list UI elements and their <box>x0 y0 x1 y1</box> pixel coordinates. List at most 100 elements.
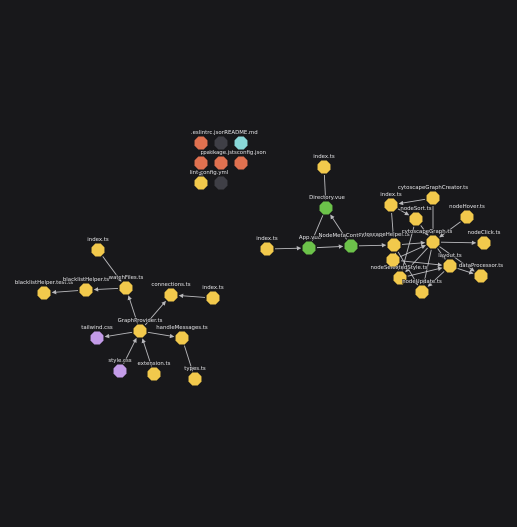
graph-node-node-selected[interactable]: nodeSelectedStyle.ts <box>370 264 428 285</box>
node-json-octagon[interactable] <box>214 156 228 170</box>
edge-cytoscape-graph-to-node-update <box>422 249 432 285</box>
graph-node-node-meta-controller[interactable]: NodeMetaController.vue <box>318 232 385 253</box>
graph-node-node-update[interactable]: nodeUpdate.ts <box>402 278 443 299</box>
edge-node-sort-to-node-selected <box>401 226 415 271</box>
node-json-octagon[interactable] <box>234 156 248 170</box>
edge-graph-provider-to-connections <box>144 300 166 326</box>
graph-node-connections[interactable]: connections.ts <box>151 281 191 302</box>
node-ts-octagon[interactable] <box>164 288 178 302</box>
node-json-octagon[interactable] <box>194 136 208 150</box>
graph-node-idx-top-right[interactable]: index.ts <box>313 153 335 174</box>
node-ts-octagon[interactable] <box>387 238 401 252</box>
graph-node-eslintrc[interactable]: .eslintrc.json <box>190 129 226 150</box>
node-ts-octagon[interactable] <box>188 372 202 386</box>
node-label: README.md <box>224 130 257 136</box>
node-ts-octagon[interactable] <box>409 212 423 226</box>
graph-node-node-extra[interactable] <box>386 253 400 267</box>
node-json-octagon[interactable] <box>194 156 208 170</box>
node-ts-octagon[interactable] <box>415 285 429 299</box>
node-ts-octagon[interactable] <box>133 324 147 338</box>
graph-node-idx-left2[interactable]: index.ts <box>202 284 224 305</box>
node-label: cytoscapeGraphCreator.ts <box>398 185 468 191</box>
graph-node-blacklist-test[interactable]: blacklistHelper.test.ts <box>14 279 74 300</box>
graph-node-types[interactable]: types.ts <box>184 365 207 386</box>
edges-layer <box>51 170 477 372</box>
graph-node-lint-config[interactable]: lint-config.yml <box>189 169 229 190</box>
graph-node-vscode[interactable] <box>214 176 228 190</box>
node-ts-octagon[interactable] <box>426 191 440 205</box>
node-ts-octagon[interactable] <box>393 271 407 285</box>
node-other-octagon[interactable] <box>214 136 228 150</box>
node-label: blacklistHelper.ts <box>63 277 109 283</box>
graph-node-graph-provider[interactable]: GraphProvider.ts <box>117 317 163 338</box>
edge-node-extra-to-cytoscape-graph <box>400 244 426 258</box>
node-label: tailwind.css <box>81 325 113 331</box>
graph-node-node-hover[interactable]: nodeHover.ts <box>449 203 486 224</box>
edge-node-sort-to-cytoscape-graph <box>420 225 429 236</box>
graph-node-watch-files[interactable]: watchFiles.ts <box>108 274 144 295</box>
node-ts-octagon[interactable] <box>474 269 488 283</box>
graph-node-extension[interactable]: extension.ts <box>137 360 171 381</box>
node-ts-octagon[interactable] <box>91 243 105 257</box>
node-ts-octagon[interactable] <box>206 291 220 305</box>
node-ts-octagon[interactable] <box>460 210 474 224</box>
edge-cytoscape-helper-to-cytoscape-graph <box>401 240 426 246</box>
edge-cytoscape-graph-to-data-processor <box>439 246 475 272</box>
edge-graph-provider-to-handle-messages <box>147 331 175 339</box>
graph-node-handle-messages[interactable]: handleMessages.ts <box>156 324 209 345</box>
graph-node-data-processor[interactable]: dataProcessor.ts <box>458 262 504 283</box>
graph-node-gitignore[interactable] <box>214 136 228 150</box>
node-ts-octagon[interactable] <box>386 253 400 267</box>
node-other-octagon[interactable] <box>214 176 228 190</box>
node-vue-octagon[interactable] <box>319 201 333 215</box>
edge-node-extra-to-layout <box>400 260 443 267</box>
graph-node-tsconfig[interactable]: tsconfig.json <box>231 149 267 170</box>
edge-idx-top-right-to-directory-vue <box>323 174 328 201</box>
edge-idx-left-to-watch-files <box>102 256 122 282</box>
node-ts-octagon[interactable] <box>37 286 51 300</box>
node-ts-octagon[interactable] <box>175 331 189 345</box>
edge-cytoscape-helper-to-node-update <box>397 251 419 286</box>
node-label: nodeHover.ts <box>449 204 485 210</box>
node-label: App.vue <box>299 235 322 241</box>
graph-node-style-css[interactable]: style.css <box>108 357 132 378</box>
graph-node-prettierrc[interactable]: prettierrc <box>194 149 226 170</box>
node-ts-octagon[interactable] <box>426 235 440 249</box>
node-ts-octagon[interactable] <box>260 242 274 256</box>
edge-blacklist-helper-to-blacklist-test <box>51 289 79 295</box>
node-ts-octagon[interactable] <box>317 160 331 174</box>
node-ts-octagon[interactable] <box>384 198 398 212</box>
node-ts-octagon[interactable] <box>443 259 457 273</box>
node-css-octagon[interactable] <box>113 364 127 378</box>
graph-node-app-vue[interactable]: App.vue <box>298 234 322 255</box>
node-md-octagon[interactable] <box>234 136 248 150</box>
node-vue-octagon[interactable] <box>302 241 316 255</box>
node-vue-octagon[interactable] <box>344 239 358 253</box>
graph-node-readme[interactable]: README.md <box>224 129 258 150</box>
node-ts-octagon[interactable] <box>147 367 161 381</box>
node-ts-octagon[interactable] <box>477 236 491 250</box>
graph-node-blacklist-helper[interactable]: blacklistHelper.ts <box>62 276 110 297</box>
graph-node-cytoscape-helper[interactable]: cytoscapeHelper.ts <box>358 231 410 252</box>
graph-node-layout[interactable]: layout.ts <box>438 252 463 273</box>
node-ts-octagon[interactable] <box>194 176 208 190</box>
graph-node-tailwind[interactable]: tailwind.css <box>81 324 114 345</box>
node-css-octagon[interactable] <box>90 331 104 345</box>
edge-extension-to-graph-provider <box>141 338 152 367</box>
graph-node-idx-left[interactable]: index.ts <box>87 236 109 257</box>
graph-node-node-sort[interactable]: nodeSort.ts <box>400 205 432 226</box>
node-label: types.ts <box>184 366 206 372</box>
edge-app-vue-to-node-meta-controller <box>316 244 344 249</box>
graph-node-node-click[interactable]: nodeClick.ts <box>467 229 501 250</box>
node-ts-octagon[interactable] <box>119 281 133 295</box>
graph-node-package[interactable]: package.json <box>203 149 239 170</box>
graph-node-idx-mid[interactable]: index.ts <box>256 235 278 256</box>
graph-node-cytoscape-graph[interactable]: cytoscapeGraph.ts <box>401 228 453 249</box>
graph-node-directory-vue[interactable]: Directory.vue <box>309 194 346 215</box>
node-ts-octagon[interactable] <box>79 283 93 297</box>
edge-graph-provider-to-watch-files <box>127 295 138 324</box>
graph-node-idx-r2[interactable]: index.ts <box>380 191 402 212</box>
graph-node-cytoscape-graph-creator[interactable]: cytoscapeGraphCreator.ts <box>397 184 469 205</box>
